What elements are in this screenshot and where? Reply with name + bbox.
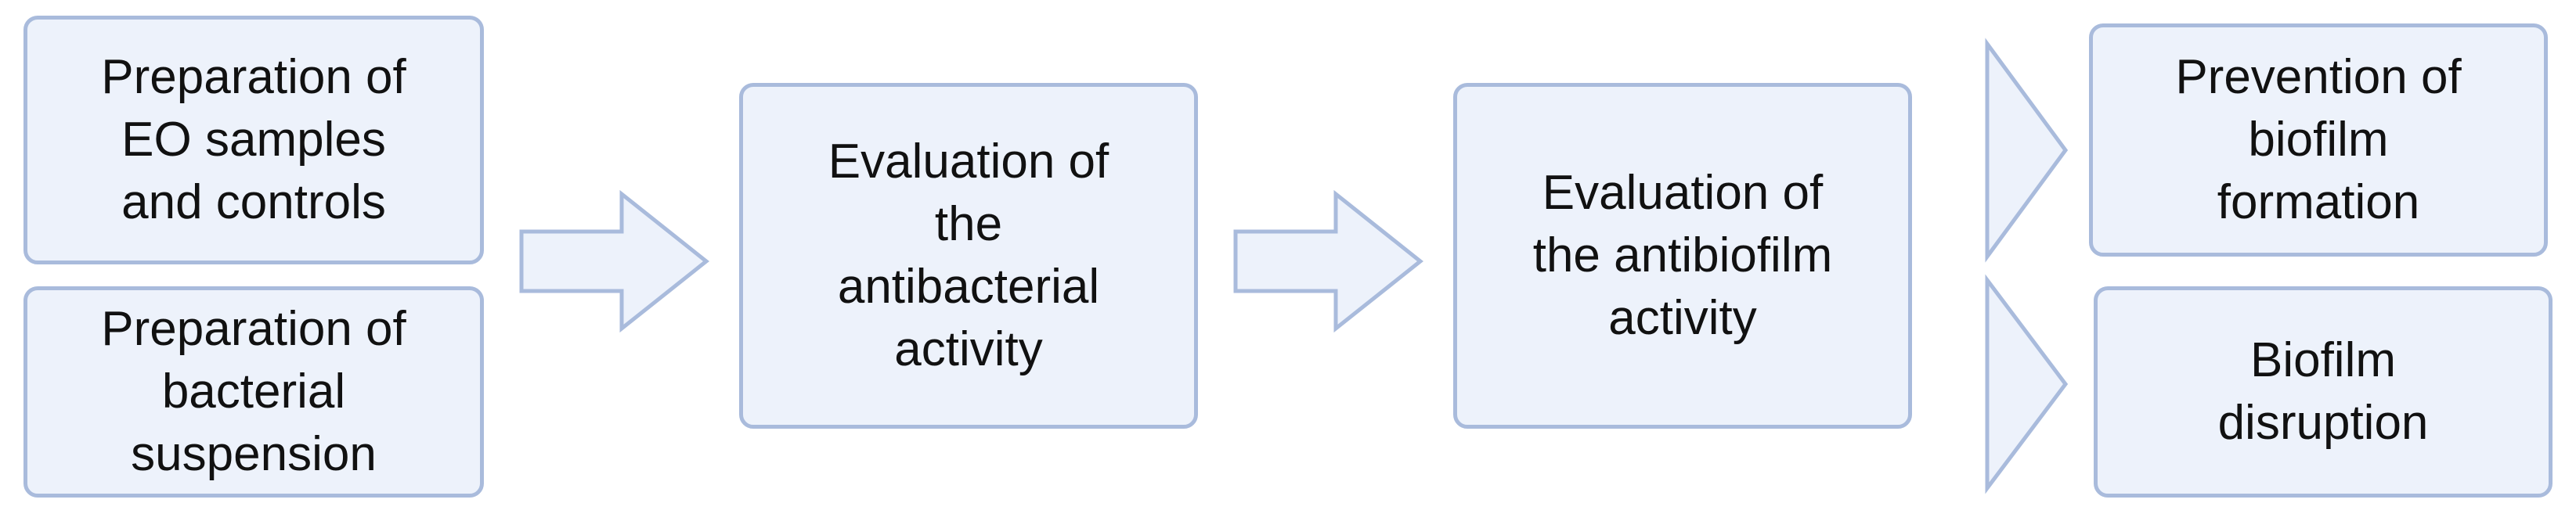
chevron-arrow-disruption [1985, 274, 2069, 494]
prep-eo-samples-label: Preparation of EO samples and controls [101, 50, 406, 229]
prevention-biofilm-label: Prevention of biofilm formation [2175, 50, 2462, 229]
biofilm-disruption-label: Biofilm disruption [2217, 333, 2429, 450]
flow-arrow-1 [519, 189, 710, 333]
prep-bacterial-suspension-box: Preparation of bacterial suspension [23, 286, 484, 498]
prevention-biofilm-box: Prevention of biofilm formation [2089, 23, 2548, 257]
antibiofilm-activity-box: Evaluation of the antibiofilm activity [1453, 83, 1912, 429]
antibacterial-activity-label: Evaluation of the antibacterial activity [828, 135, 1109, 376]
antibiofilm-activity-label: Evaluation of the antibiofilm activity [1532, 166, 1833, 345]
flow-arrow-2 [1233, 189, 1424, 333]
prep-bacterial-suspension-label: Preparation of bacterial suspension [101, 302, 406, 481]
antibacterial-activity-box: Evaluation of the antibacterial activity [739, 83, 1198, 429]
biofilm-disruption-box: Biofilm disruption [2094, 286, 2553, 498]
prep-eo-samples-box: Preparation of EO samples and controls [23, 16, 484, 264]
chevron-arrow-prevention [1985, 38, 2069, 263]
